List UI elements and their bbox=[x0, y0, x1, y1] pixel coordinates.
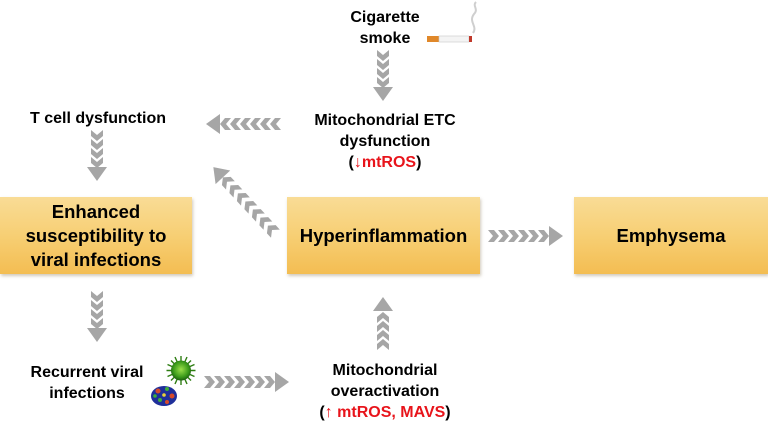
enhanced-line3: viral infections bbox=[30, 248, 162, 270]
down-mtros-marker: ↓mtROS bbox=[353, 154, 417, 171]
mito-etc-line2: dysfunction bbox=[339, 133, 431, 150]
mito-over-marker-line: (↑ mtROS, MAVS) bbox=[294, 402, 476, 423]
cigarette-smoke-line1: Cigarette bbox=[350, 9, 420, 26]
recurrent-line2: infections bbox=[49, 385, 125, 402]
enhanced-text: Enhanced susceptibility to viral infecti… bbox=[26, 200, 167, 272]
paren-open: ( bbox=[348, 154, 354, 171]
mitochondrial-etc-label: Mitochondrial ETC dysfunction (↓mtROS) bbox=[290, 110, 480, 173]
arrow-hyperinflammation-to-emphysema bbox=[488, 226, 563, 246]
paren-open: ( bbox=[319, 404, 325, 421]
up-mtros-mavs-marker: ↑ mtROS, MAVS bbox=[324, 404, 446, 421]
enhanced-line2: susceptibility to bbox=[25, 224, 167, 246]
mito-over-line1: Mitochondrial bbox=[332, 362, 438, 379]
emphysema-box: Emphysema bbox=[574, 197, 768, 274]
enhanced-susceptibility-box: Enhanced susceptibility to viral infecti… bbox=[0, 197, 192, 274]
green-virus-icon bbox=[166, 356, 196, 385]
recurrent-line1: Recurrent viral bbox=[30, 364, 144, 381]
arrow-hyperinflammation-to-t-cell bbox=[206, 160, 280, 238]
mito-etc-marker-line: (↓mtROS) bbox=[290, 152, 480, 173]
arrow-smoke-to-mito-etc bbox=[373, 50, 393, 101]
cigarette-smoke-label: Cigarette smoke bbox=[330, 7, 440, 49]
cigarette-icon bbox=[427, 1, 477, 43]
mitochondrial-overactivation-label: Mitochondrial overactivation (↑ mtROS, M… bbox=[294, 360, 476, 423]
recurrent-viral-infections-label: Recurrent viral infections bbox=[22, 362, 152, 404]
blue-virus-icon bbox=[151, 386, 177, 406]
paren-close: ) bbox=[416, 154, 422, 171]
arrow-recurrent-to-mito-over bbox=[204, 372, 289, 392]
hyperinflammation-box: Hyperinflammation bbox=[287, 197, 480, 274]
paren-close: ) bbox=[445, 404, 451, 421]
arrow-mito-etc-to-t-cell bbox=[206, 114, 281, 134]
mito-over-line2: overactivation bbox=[330, 383, 440, 400]
t-cell-dysfunction-label: T cell dysfunction bbox=[29, 110, 166, 127]
arrow-t-cell-to-enhanced bbox=[87, 130, 107, 181]
mito-etc-line1: Mitochondrial ETC bbox=[314, 112, 456, 129]
arrow-mito-over-to-hyperinflammation bbox=[373, 297, 393, 350]
enhanced-line1: Enhanced bbox=[51, 200, 141, 222]
arrow-enhanced-to-recurrent bbox=[87, 291, 107, 342]
cigarette-smoke-line2: smoke bbox=[359, 30, 411, 47]
